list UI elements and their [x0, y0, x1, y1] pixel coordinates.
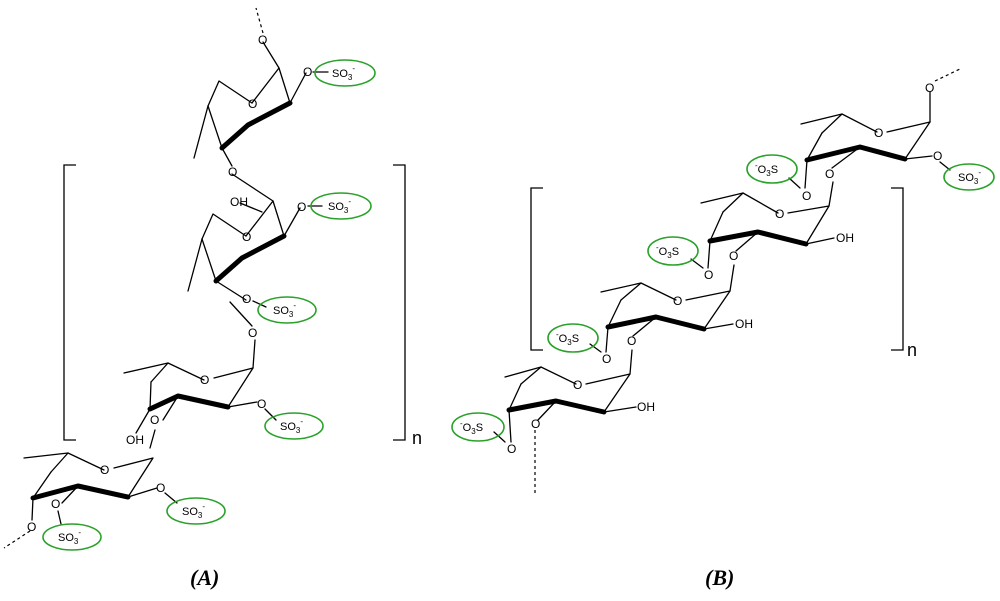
- hydroxyl-2-b: OH: [836, 231, 854, 245]
- glycosidic-oxygen-end-a: O: [27, 520, 36, 534]
- hydroxyl-3-a: OH: [126, 433, 144, 447]
- sulfate-3-b: -O3S: [656, 243, 679, 260]
- ring-oxygen-3-b: O: [673, 294, 682, 308]
- sulfate-1-a: SO3-: [332, 64, 355, 82]
- bracket-left-b: [530, 187, 543, 351]
- glycosidic-oxygen-end-b: O: [531, 417, 540, 431]
- oxygen-4-3-b: O: [602, 352, 611, 366]
- chain-end-top-b: [934, 67, 963, 82]
- oxygen-4-4-a: O: [51, 497, 60, 511]
- sulfate-5-a: SO3-: [58, 528, 81, 546]
- glycosidic-oxygen-3-4-b: O: [627, 334, 636, 348]
- glycosidic-oxygen-1-2-a: O: [228, 165, 237, 179]
- bracket-left-a: [63, 164, 76, 441]
- oxygen-4-1-b: O: [802, 189, 811, 203]
- glycosidic-oxygen-top-b: O: [925, 81, 934, 95]
- structure-a: n O O O O SO3-: [3, 7, 422, 590]
- ring-oxygen-3-a: O: [200, 373, 209, 387]
- glycosidic-oxygen-1-2-b: O: [825, 167, 834, 181]
- sulfate-6-a: SO3-: [182, 502, 205, 520]
- sugar-ring-4-b: O OH O O -O3S: [451, 349, 655, 456]
- chain-end-bottom-a: [3, 530, 31, 549]
- sulfate-2-b: -O3S: [755, 161, 778, 178]
- oxygen-4-2-b: O: [704, 268, 713, 282]
- sulfate-4-b: -O3S: [556, 330, 579, 347]
- repeat-index-b: n: [907, 340, 917, 360]
- glycosidic-oxygen-3-4-a: O: [150, 413, 159, 427]
- oxygen-4-2-a: O: [242, 292, 251, 306]
- ring-oxygen-2-a: O: [242, 230, 251, 244]
- sulfate-2-a: SO3-: [328, 197, 351, 215]
- repeat-index-a: n: [412, 428, 422, 448]
- ring-oxygen-1-b: O: [874, 126, 883, 140]
- caption-a: (A): [190, 565, 219, 590]
- ring-oxygen-4-b: O: [573, 378, 582, 392]
- oxygen-2-1-b: O: [933, 149, 942, 163]
- oxygen-2-2-a: O: [297, 200, 306, 214]
- sugar-ring-4-a: O O O O SO3- SO3-: [23, 452, 226, 551]
- bracket-right-b: [891, 187, 904, 351]
- sulfate-1-b: SO3-: [958, 168, 981, 186]
- sulfate-3-a: SO3-: [273, 301, 296, 319]
- structure-b: n O O O O O SO3- -O3S: [451, 67, 995, 590]
- sugar-ring-3-b: O OH O O -O3S: [547, 264, 753, 366]
- oxygen-2-3-a: O: [257, 397, 266, 411]
- bracket-right-a: [393, 164, 406, 441]
- sugar-ring-3-a: O OH O O SO3-: [123, 339, 324, 449]
- glycosidic-oxygen-2-3-b: O: [729, 249, 738, 263]
- chain-end-top-a: [255, 7, 264, 34]
- oxygen-4-4-b: O: [507, 442, 516, 456]
- hydroxyl-2-a: OH: [230, 195, 248, 209]
- sulfate-4-a: SO3-: [280, 417, 303, 435]
- ring-oxygen-4-a: O: [100, 463, 109, 477]
- sugar-ring-1-b: O O O O O SO3- -O3S: [746, 81, 995, 203]
- ring-oxygen-1-a: O: [248, 97, 257, 111]
- hydroxyl-3-b: OH: [735, 317, 753, 331]
- hydroxyl-4-b: OH: [637, 400, 655, 414]
- sugar-ring-1-a: O O O O SO3-: [193, 33, 376, 179]
- ring-oxygen-2-b: O: [775, 207, 784, 221]
- glycosidic-oxygen-2-3-a: O: [248, 326, 257, 340]
- sugar-ring-2-a: O OH O O SO3- SO3- O: [187, 173, 372, 340]
- sugar-ring-2-b: O OH O O -O3S: [647, 181, 854, 282]
- sulfate-5-b: -O3S: [460, 419, 483, 436]
- caption-b: (B): [705, 565, 734, 590]
- oxygen-2-1-a: O: [303, 65, 312, 79]
- glycosidic-oxygen-top-a: O: [258, 33, 267, 47]
- oxygen-2-4-a: O: [156, 481, 165, 495]
